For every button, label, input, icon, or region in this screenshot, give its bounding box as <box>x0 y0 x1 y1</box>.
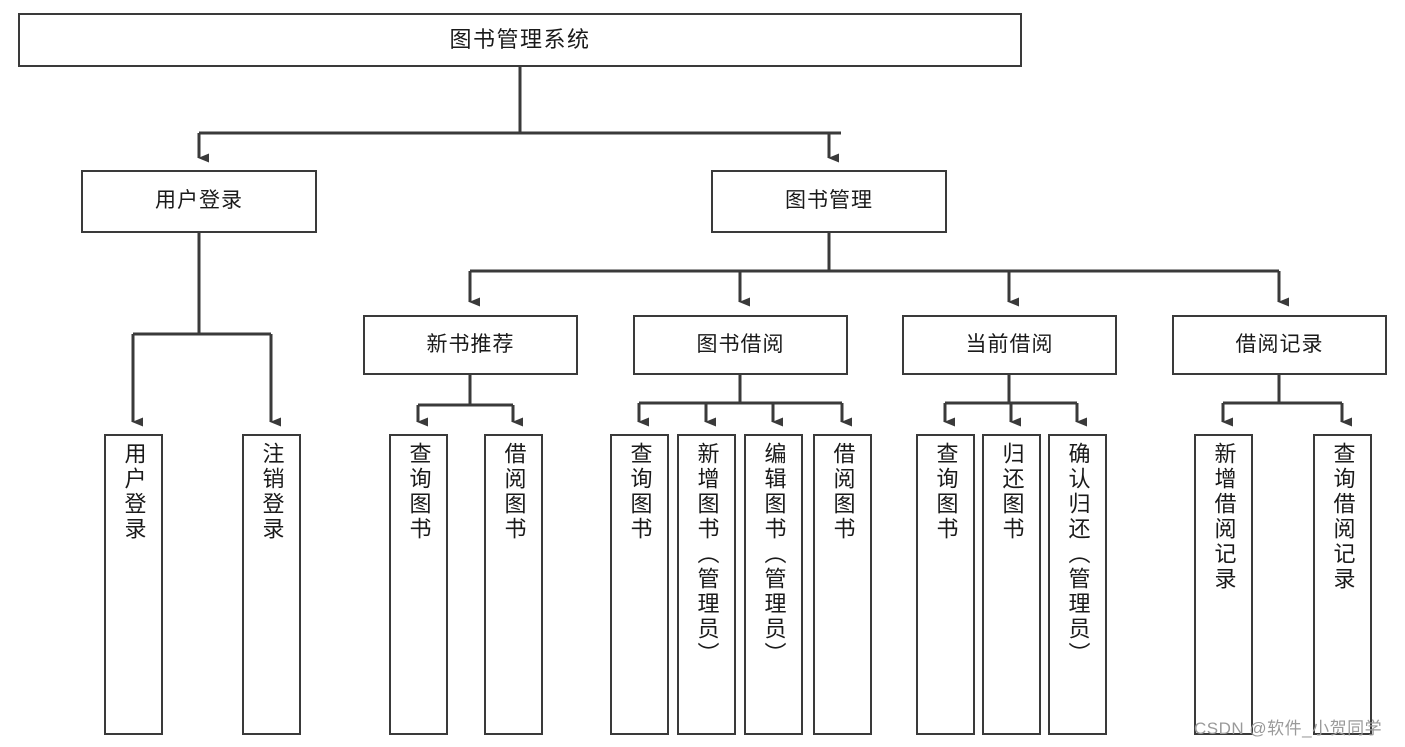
node-book-manage[interactable]: 图书管理 <box>711 170 947 233</box>
leaf-borrow-book-1[interactable]: 借阅图书 <box>484 434 543 735</box>
node-label: 图书管理 <box>785 189 873 213</box>
leaf-logout-login[interactable]: 注销登录 <box>242 434 301 735</box>
node-user-login[interactable]: 用户登录 <box>81 170 317 233</box>
node-label: 新书推荐 <box>426 332 515 356</box>
leaf-add-book[interactable]: 新增图书（管理员） <box>677 434 736 735</box>
leaf-borrow-book-2[interactable]: 借阅图书 <box>813 434 872 735</box>
leaf-query-borrow-record[interactable]: 查询借阅记录 <box>1313 434 1372 735</box>
node-label: 图书管理系统 <box>449 27 591 53</box>
node-label: 编辑图书（管理员） <box>761 442 787 667</box>
leaf-query-book-2[interactable]: 查询图书 <box>610 434 669 735</box>
leaf-confirm-return[interactable]: 确认归还（管理员） <box>1048 434 1107 735</box>
node-label: 图书借阅 <box>696 332 785 356</box>
leaf-query-book-1[interactable]: 查询图书 <box>389 434 448 735</box>
node-book-borrow[interactable]: 图书借阅 <box>633 315 848 375</box>
node-label: 查询图书 <box>933 442 959 542</box>
node-label: 归还图书 <box>999 442 1025 542</box>
node-label: 新增图书（管理员） <box>694 442 720 667</box>
node-new-book-recommend[interactable]: 新书推荐 <box>363 315 578 375</box>
node-label: 新增借阅记录 <box>1211 442 1237 592</box>
node-label: 注销登录 <box>259 442 285 542</box>
node-label: 当前借阅 <box>965 332 1054 356</box>
node-label: 查询借阅记录 <box>1330 442 1356 592</box>
node-label: 借阅图书 <box>501 442 527 542</box>
node-label: 查询图书 <box>627 442 653 542</box>
leaf-add-borrow-record[interactable]: 新增借阅记录 <box>1194 434 1253 735</box>
node-current-borrow[interactable]: 当前借阅 <box>902 315 1117 375</box>
leaf-query-book-3[interactable]: 查询图书 <box>916 434 975 735</box>
node-label: 查询图书 <box>406 442 432 542</box>
leaf-edit-book[interactable]: 编辑图书（管理员） <box>744 434 803 735</box>
leaf-return-book[interactable]: 归还图书 <box>982 434 1041 735</box>
node-label: 用户登录 <box>155 189 243 213</box>
node-root-system[interactable]: 图书管理系统 <box>18 13 1022 67</box>
node-label: 借阅图书 <box>830 442 856 542</box>
node-borrow-record[interactable]: 借阅记录 <box>1172 315 1387 375</box>
node-label: 借阅记录 <box>1235 332 1324 356</box>
node-label: 确认归还（管理员） <box>1065 442 1091 667</box>
watermark-text: CSDN @软件_小贺同学 <box>1194 719 1383 738</box>
leaf-user-login[interactable]: 用户登录 <box>104 434 163 735</box>
node-label: 用户登录 <box>121 442 147 542</box>
